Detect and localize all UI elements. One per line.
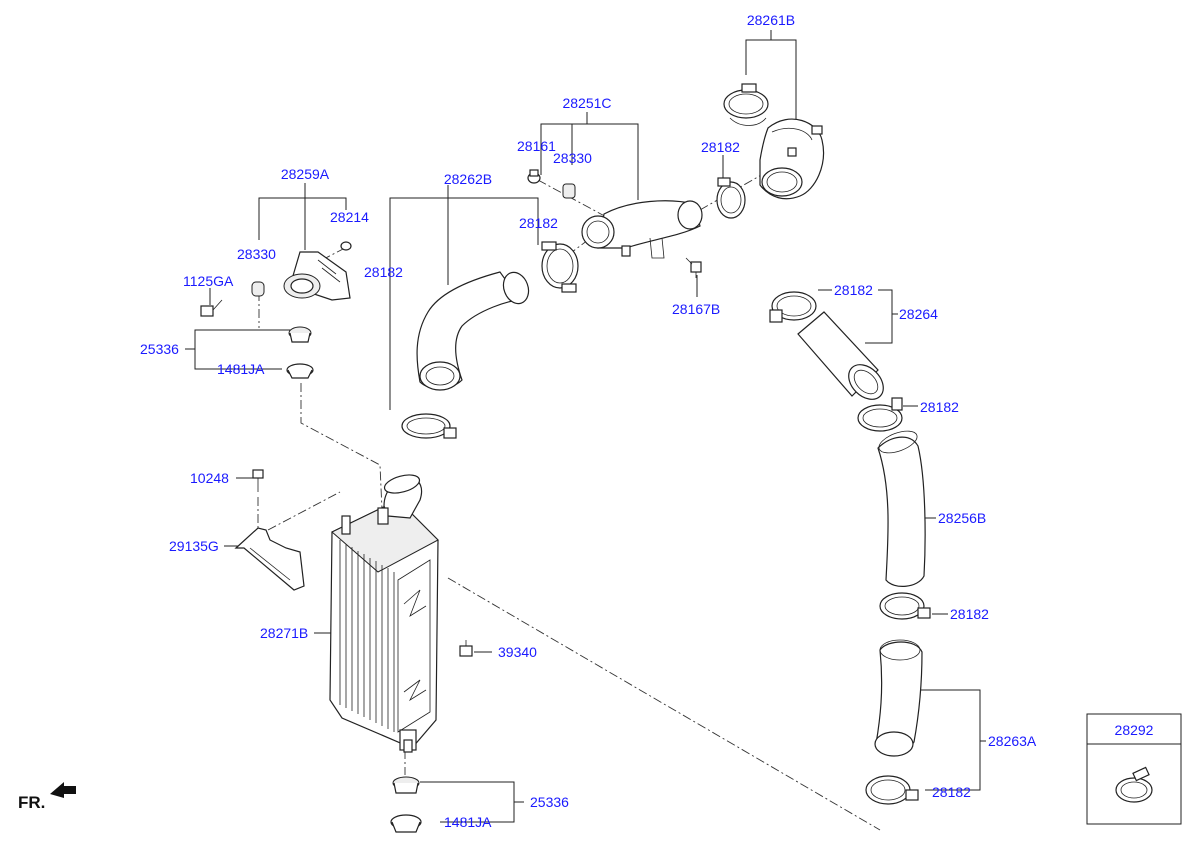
bracket-28259A[interactable] xyxy=(283,251,351,301)
hose-clamp-pipe[interactable] xyxy=(716,177,746,219)
leader-lines xyxy=(185,30,986,823)
cap-28214[interactable] xyxy=(340,241,352,251)
cap-28330-top[interactable] xyxy=(562,183,576,199)
sensor-39340[interactable] xyxy=(459,640,473,657)
label-39340[interactable]: 39340 xyxy=(498,644,537,660)
hose-clamp-r3[interactable] xyxy=(879,592,931,620)
label-28182-pipe[interactable]: 28182 xyxy=(701,139,740,155)
front-direction-arrow-icon xyxy=(50,782,76,798)
parts xyxy=(50,83,931,833)
bracket-29135G[interactable] xyxy=(234,527,305,591)
bushing-1481JA-top[interactable] xyxy=(286,363,314,379)
label-1481JA-bottom[interactable]: 1481JA xyxy=(444,814,492,830)
label-28182-r3[interactable]: 28182 xyxy=(950,606,989,622)
label-1481JA-top[interactable]: 1481JA xyxy=(217,361,265,377)
label-28251C[interactable]: 28251C xyxy=(562,95,611,111)
cap-28330-bracket[interactable] xyxy=(251,281,265,297)
hose-clamp-r4[interactable] xyxy=(865,775,919,805)
label-28330-top[interactable]: 28330 xyxy=(553,150,592,166)
label-28182-r2[interactable]: 28182 xyxy=(920,399,959,415)
label-28182-hose[interactable]: 28182 xyxy=(364,264,403,280)
inset-title[interactable]: 28292 xyxy=(1115,722,1154,738)
hose-28256B[interactable] xyxy=(876,427,926,587)
label-28182-clamp[interactable]: 28182 xyxy=(519,215,558,231)
label-10248[interactable]: 10248 xyxy=(190,470,229,486)
hose-clamp-upper-28262B[interactable] xyxy=(541,241,579,293)
hose-clamp-r1[interactable] xyxy=(769,291,817,323)
label-25336-top[interactable]: 25336 xyxy=(140,341,179,357)
bushing-1481JA-bottom[interactable] xyxy=(390,814,422,833)
label-28259A[interactable]: 28259A xyxy=(281,166,330,182)
bolt-10248[interactable] xyxy=(252,469,264,492)
label-25336-bottom[interactable]: 25336 xyxy=(530,794,569,810)
intercooler-28271B[interactable] xyxy=(329,472,439,753)
label-28161[interactable]: 28161 xyxy=(517,138,556,154)
label-28261B[interactable]: 28261B xyxy=(747,12,795,28)
label-29135G[interactable]: 29135G xyxy=(169,538,219,554)
hose-28263A[interactable] xyxy=(874,639,923,757)
hose-28262B[interactable] xyxy=(416,269,533,391)
label-28256B[interactable]: 28256B xyxy=(938,510,986,526)
label-28262B[interactable]: 28262B xyxy=(444,171,492,187)
label-1125GA[interactable]: 1125GA xyxy=(183,273,234,289)
hose-28264[interactable] xyxy=(797,311,890,406)
grommet-25336-bottom[interactable] xyxy=(392,776,420,794)
label-28264[interactable]: 28264 xyxy=(899,306,938,322)
intake-pipe-28251C[interactable] xyxy=(581,200,703,259)
cap-28161[interactable] xyxy=(527,169,541,184)
hose-clamp-r2[interactable] xyxy=(857,397,903,432)
bolt-28167B[interactable] xyxy=(685,257,702,278)
label-28263A[interactable]: 28263A xyxy=(988,733,1037,749)
label-28167B[interactable]: 28167B xyxy=(672,301,720,317)
label-28182-r1[interactable]: 28182 xyxy=(834,282,873,298)
inset-28292[interactable]: 28292 xyxy=(1086,713,1182,825)
grommet-25336-top[interactable] xyxy=(288,326,312,343)
label-28182-r4[interactable]: 28182 xyxy=(932,784,971,800)
label-28330-bracket[interactable]: 28330 xyxy=(237,246,276,262)
clamp-28292-icon xyxy=(1115,766,1153,803)
front-direction-label: FR. xyxy=(18,793,45,812)
hose-clamp-lower-28262B[interactable] xyxy=(401,413,457,439)
hose-clamp-top-right[interactable] xyxy=(723,83,769,126)
bolt-1125GA[interactable] xyxy=(200,299,223,317)
label-28214[interactable]: 28214 xyxy=(330,209,369,225)
elbow-pipe-28261B[interactable] xyxy=(759,118,824,200)
label-28271B[interactable]: 28271B xyxy=(260,625,308,641)
part-labels: 28261B 28251C 28161 28330 28182 28259A 2… xyxy=(18,12,1037,830)
